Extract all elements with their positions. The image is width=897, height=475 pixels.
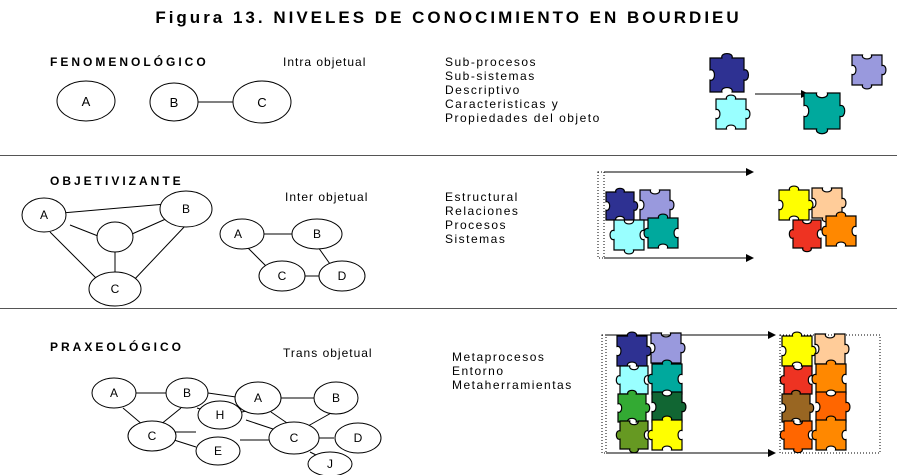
item: Entorno: [452, 364, 505, 378]
item: Propiedades del objeto: [445, 111, 601, 125]
graph-fenomenologico: [56, 80, 292, 124]
item: Sistemas: [445, 232, 507, 246]
separator-2: [0, 308, 897, 309]
puzzle-piece-icon: [709, 52, 750, 93]
node-label: A: [110, 386, 118, 400]
node-label: B: [182, 202, 190, 216]
puzzle-piece-icon: [851, 54, 887, 90]
puzzle-piece-icon: [814, 333, 850, 369]
node-label: C: [148, 429, 157, 443]
puzzle-piece-icon: [605, 187, 639, 221]
node-c-label: C: [257, 95, 266, 110]
node-a-label: A: [82, 94, 91, 109]
node-b: [149, 82, 199, 122]
node-label: A: [40, 208, 48, 222]
puzzle-piece-icon: [647, 415, 683, 451]
graph-objetivizante-left: [21, 190, 213, 307]
item: Estructural: [445, 190, 519, 204]
node-label: A: [234, 227, 242, 241]
node-a: [56, 80, 116, 122]
puzzle-piece-icon: [788, 219, 822, 253]
level-fenomenologico-label: FENOMENOLÓGICO: [50, 55, 209, 69]
level-fenomenologico-items: Sub-procesos Sub-sistemas Descriptivo Ca…: [445, 55, 601, 125]
node-label: B: [332, 391, 340, 405]
puzzle-piece-icon: [609, 219, 645, 255]
item: Metaherramientas: [452, 378, 573, 392]
puzzle-piece-icon: [616, 331, 652, 367]
puzzle-piece-icon: [615, 420, 649, 454]
item: Sub-sistemas: [445, 69, 536, 83]
node-label: C: [290, 431, 299, 445]
puzzle-piece-icon: [643, 213, 679, 249]
frame-3a: [601, 334, 607, 454]
puzzle-piece-icon: [781, 389, 815, 423]
node-label: A: [254, 391, 262, 405]
item: Procesos: [445, 218, 508, 232]
puzzle-piece-icon: [821, 211, 857, 247]
node-label: B: [183, 386, 191, 400]
node-label: D: [338, 269, 347, 283]
node-label: C: [111, 282, 120, 296]
node-label: C: [278, 269, 287, 283]
puzzle-piece-icon: [781, 331, 817, 367]
puzzle-piece-icon: [647, 359, 683, 395]
puzzle-piece-icon: [779, 420, 813, 454]
node-label: H: [216, 408, 225, 422]
node-label: B: [313, 227, 321, 241]
node-label: E: [214, 444, 222, 458]
puzzle-piece-icon: [811, 359, 847, 395]
separator-1: [0, 155, 897, 156]
item: Sub-procesos: [445, 55, 538, 69]
level-praxeologico-items: Metaprocesos Entorno Metaherramientas: [452, 350, 573, 392]
level-praxeologico-label: PRAXEOLÓGICO: [50, 340, 185, 354]
node-label: J: [327, 457, 333, 471]
level-praxeologico-kind: Trans objetual: [283, 346, 373, 360]
graph-praxeologico: [91, 377, 382, 475]
frame-2: [597, 171, 605, 259]
item: Relaciones: [445, 204, 520, 218]
node-c: [232, 80, 292, 124]
level-objetivizante-kind: Inter objetual: [285, 190, 369, 204]
level-objetivizante-items: Estructural Relaciones Procesos Sistemas: [445, 190, 519, 246]
puzzle-piece-icon: [778, 185, 814, 221]
figure-title: Figura 13. NIVELES DE CONOCIMIENTO EN BO…: [155, 8, 742, 27]
graph-objetivizante-right: [219, 218, 366, 292]
puzzle-piece-icon: [811, 415, 847, 451]
item: Descriptivo: [445, 83, 521, 97]
frame-3b: [779, 334, 881, 454]
puzzle-piece-icon: [617, 389, 651, 423]
level-objetivizante-label: OBJETIVIZANTE: [50, 174, 184, 188]
level-fenomenologico-kind: Intra objetual: [283, 55, 367, 69]
puzzle-piece-icon: [650, 332, 686, 368]
node-label: D: [354, 431, 363, 445]
puzzle-piece-icon: [715, 94, 751, 130]
item: Caracteristicas y: [445, 97, 560, 111]
node-b-label: B: [170, 95, 179, 110]
item: Metaprocesos: [452, 350, 546, 364]
puzzle-piece-icon: [803, 92, 846, 135]
